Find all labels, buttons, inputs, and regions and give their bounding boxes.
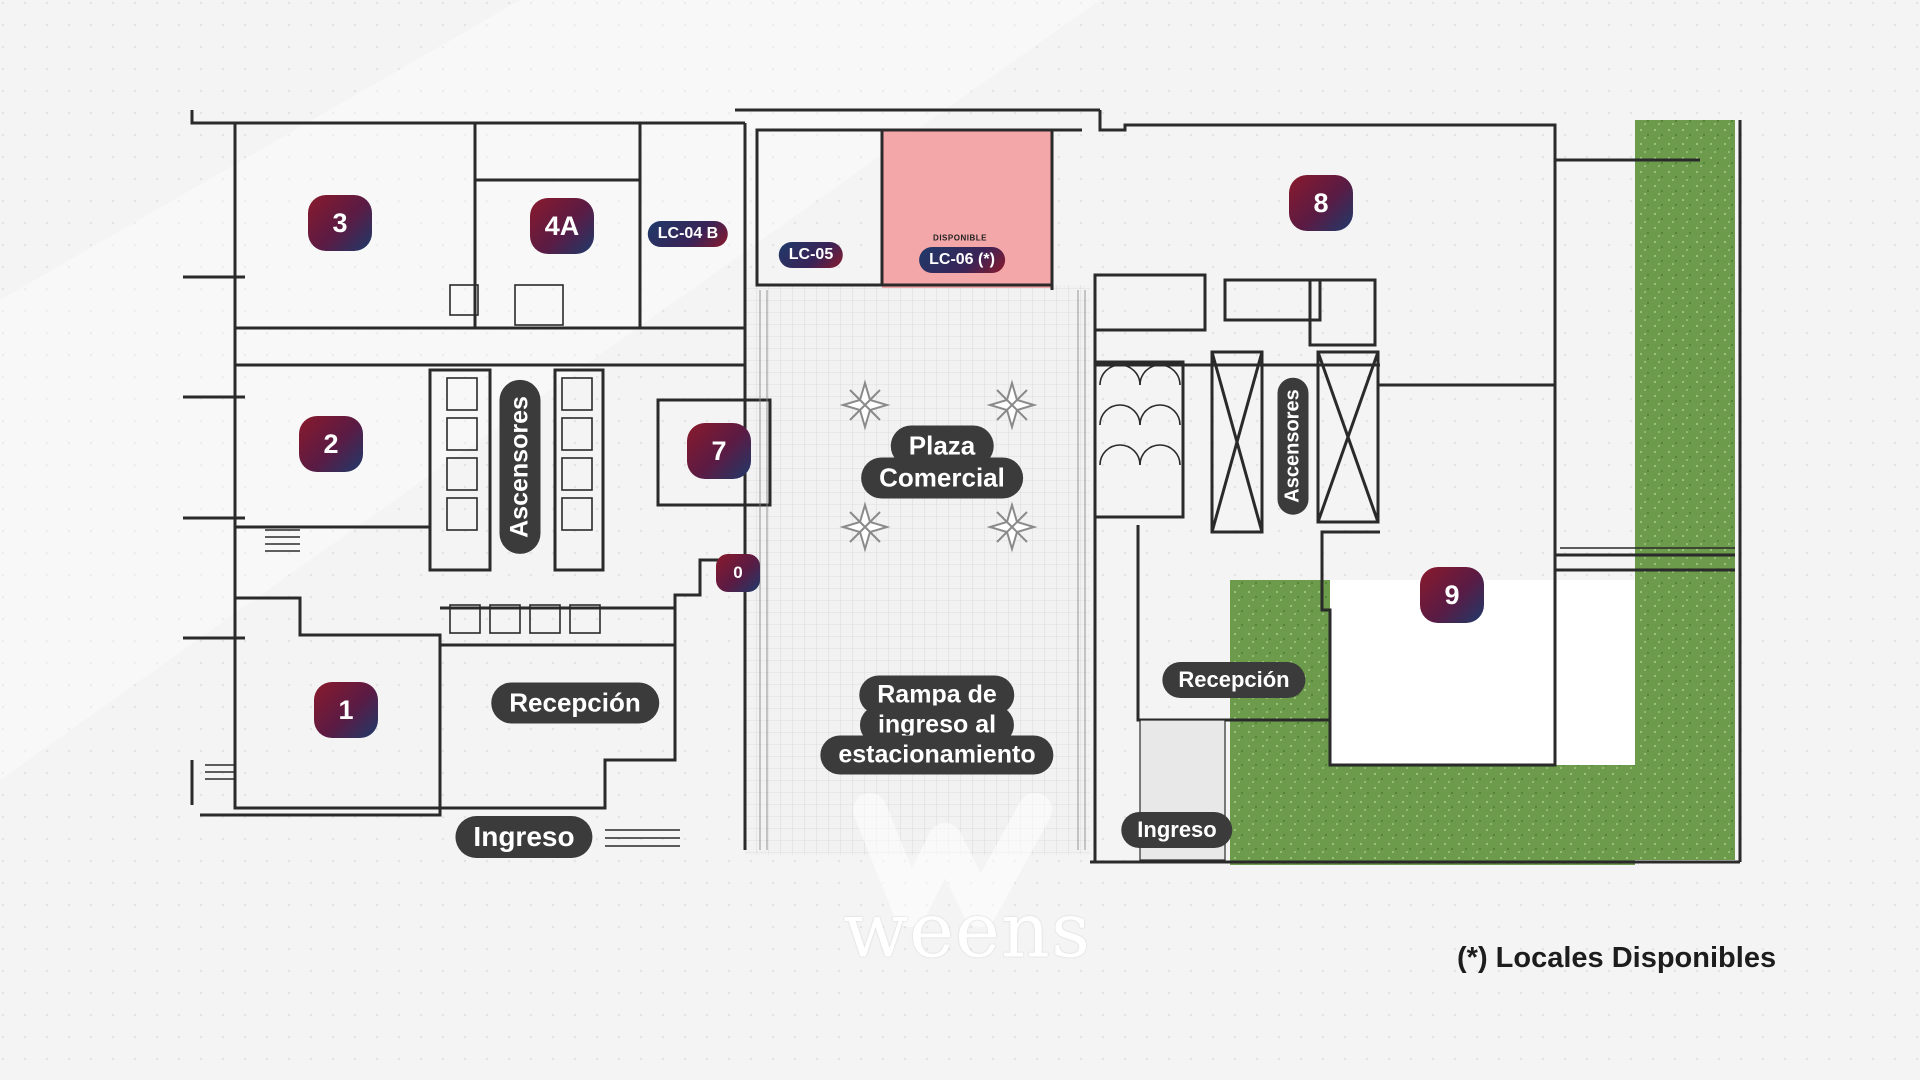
unit-4a-badge[interactable]: 4A (530, 198, 594, 254)
ascensores-right-label: Ascensores (1277, 377, 1309, 515)
disponible-note: DISPONIBLE (933, 233, 987, 243)
unit-9-badge[interactable]: 9 (1420, 567, 1484, 623)
locale-lc06-tag[interactable]: LC-06 (*) (919, 247, 1005, 273)
ingreso-left-label: Ingreso (455, 816, 593, 858)
unit-8-badge[interactable]: 8 (1289, 175, 1353, 231)
unit-7-badge[interactable]: 7 (687, 423, 751, 479)
plant-icon (986, 501, 1038, 553)
rampa-label-line3: estacionamiento (820, 735, 1054, 775)
recepcion-left-label: Recepción (491, 682, 659, 724)
plant-icon (839, 379, 891, 431)
unit-3-badge[interactable]: 3 (308, 195, 372, 251)
watermark-text: weens (843, 885, 1091, 975)
locale-lc04b-tag[interactable]: LC-04 B (647, 221, 729, 247)
green-area-right-strip (1635, 120, 1735, 860)
walls-left-block (183, 108, 1100, 850)
plant-icon (986, 379, 1038, 431)
unit-1-badge[interactable]: 1 (314, 682, 378, 738)
unit-2-badge[interactable]: 2 (299, 416, 363, 472)
ascensores-left-label: Ascensores (499, 380, 541, 554)
legend-available-units: (*) Locales Disponibles (1457, 942, 1777, 974)
plaza-plants (839, 379, 1038, 553)
ingreso-right-label: Ingreso (1121, 812, 1233, 848)
plaza-label-line2: Comercial (861, 457, 1023, 499)
plant-icon (839, 501, 891, 553)
weens-logo-icon (853, 793, 1052, 927)
unit-0-badge[interactable]: 0 (716, 554, 760, 592)
recepcion-right-label: Recepción (1162, 662, 1306, 698)
locale-lc05-tag[interactable]: LC-05 (778, 242, 844, 268)
